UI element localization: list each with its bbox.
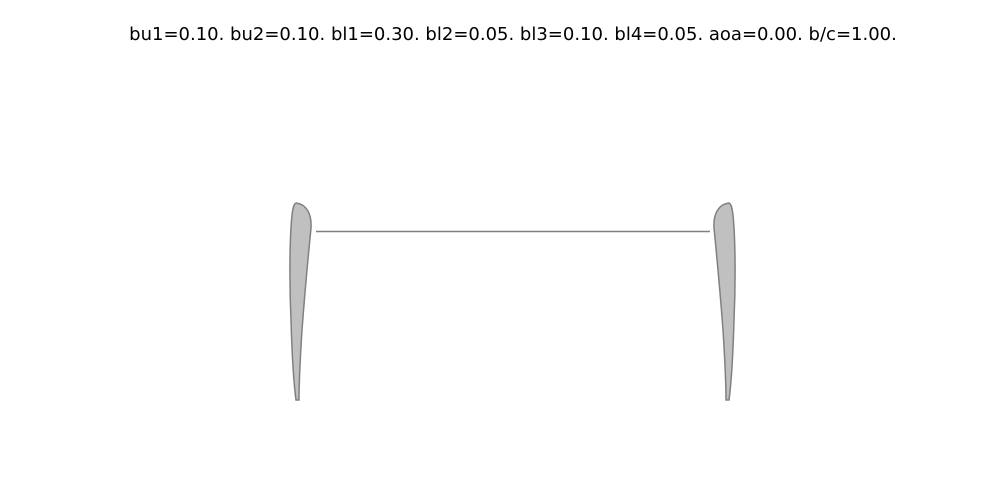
left-blade [289, 202, 312, 401]
figure-title: bu1=0.10. bu2=0.10. bl1=0.30. bl2=0.05. … [129, 24, 897, 45]
right-blade [713, 202, 736, 401]
